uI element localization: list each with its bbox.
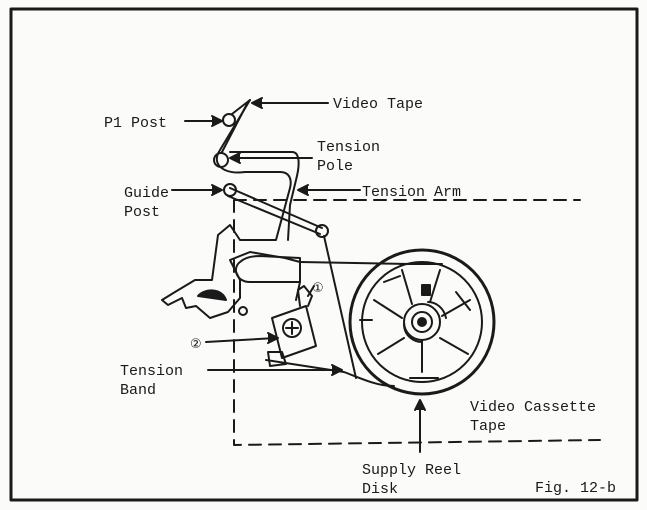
label-tension-band-line1: Tension (120, 363, 183, 380)
idler-post (315, 224, 329, 238)
callout-2: ② (190, 337, 202, 352)
label-supply-reel-line2: Disk (362, 481, 398, 498)
label-video-tape: Video Tape (333, 96, 423, 113)
label-supply-reel-line1: Supply Reel (362, 462, 461, 479)
arm-spring-half (197, 289, 227, 301)
label-video-cassette-line1: Video Cassette (470, 399, 596, 416)
p1-post (222, 113, 236, 127)
label-p1-post: P1 Post (104, 115, 167, 132)
arm-bracket (234, 255, 301, 283)
label-tension-pole-line2: Pole (317, 158, 353, 175)
tension-arm-diagonal (229, 187, 323, 229)
figure-border (9, 7, 639, 502)
figure-caption: Fig. 12-b (535, 480, 616, 497)
adjustment-block (267, 285, 317, 367)
reel-hub-tab (421, 284, 431, 296)
small-post (238, 306, 248, 316)
video-tape-path (221, 99, 357, 379)
label-guide-post-line1: Guide (124, 185, 169, 202)
leader-lines (171, 97, 426, 453)
label-tension-pole-line1: Tension (317, 139, 380, 156)
cassette-outline (233, 199, 601, 446)
tension-pole (213, 152, 229, 168)
label-guide-post-line2: Post (124, 204, 160, 221)
callout-1: ① (312, 281, 324, 296)
label-video-cassette-line2: Tape (470, 418, 506, 435)
label-tension-arm: Tension Arm (362, 184, 461, 201)
supply-reel (348, 248, 496, 396)
tension-arm (161, 99, 301, 319)
tension-arm-upper (229, 151, 300, 241)
label-tension-band-line2: Band (120, 382, 156, 399)
